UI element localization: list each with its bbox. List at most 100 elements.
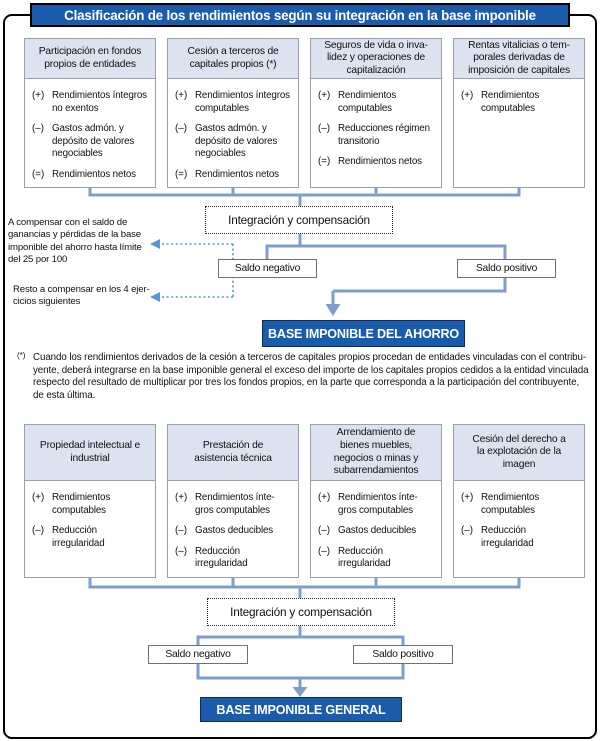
item-row: (=) Rendimientos netos — [32, 169, 152, 182]
item-row: (+) Rendimientos ínte- gros computables — [175, 492, 295, 517]
item-row: (+) Rendimientos computables — [318, 90, 438, 115]
item-row: (–) Gastos admón. y depósito de valores … — [32, 123, 152, 161]
item-row: (+) Rendimientos computables — [461, 492, 581, 517]
item-label: Gastos deducibles — [195, 525, 274, 536]
down-arrow-icon — [292, 687, 308, 697]
base-imponible-ahorro-box: BASE IMPONIBLE DEL AHORRO — [262, 320, 465, 347]
item-row: (–) Reducción irregularidad — [318, 546, 438, 571]
item-sign: (=) — [318, 156, 331, 167]
panel-arrendamiento-muebles: Arrendamiento de bienes muebles, negocio… — [310, 424, 442, 578]
panel-title: Cesión del derecho a la explotación de l… — [454, 425, 584, 481]
panel-body: (+) Rendimientos computables (–) Reducci… — [454, 481, 584, 550]
savings-branch-connector — [265, 234, 507, 260]
bottom-panels-connector — [88, 578, 521, 598]
saldos-to-base-general-connector — [196, 664, 405, 687]
item-sign: (–) — [175, 545, 187, 557]
item-row: (–) Reducción irregularidad — [32, 525, 152, 550]
panel-body: (+) Rendimientos ínte- gros computables … — [311, 481, 441, 571]
item-label: Reducciones régimen transitorio — [338, 123, 430, 147]
panel-title: Participación en fondos propios de entid… — [25, 39, 155, 79]
panel-seguros-vida: Seguros de vida o inva- lidez y operacio… — [310, 38, 442, 188]
item-label: Rendimientos computables — [481, 492, 540, 516]
item-label: Rendimientos netos — [195, 168, 279, 180]
panel-asistencia-tecnica: Prestación de asistencia técnica (+) Ren… — [167, 424, 299, 578]
item-label: Rendimientos computables — [338, 90, 397, 114]
saldo-positivo-to-base-connector — [331, 277, 507, 304]
panel-body: (+) Rendimientos íntegros no exentos (–)… — [25, 79, 155, 181]
title-bar: Clasificación de los rendimientos según … — [30, 3, 570, 27]
panel-title: Propiedad intelectual e industrial — [25, 425, 155, 481]
saldo-negativo-label: Saldo negativo — [234, 263, 301, 274]
panel-cesion-imagen: Cesión del derecho a la explotación de l… — [453, 424, 585, 578]
item-sign: (–) — [461, 525, 473, 536]
item-label: Reducción irregularidad — [338, 545, 391, 570]
panel-participacion-fondos: Participación en fondos propios de entid… — [24, 38, 156, 188]
panel-title: Arrendamiento de bienes muebles, negocio… — [311, 425, 441, 481]
base-imponible-ahorro-label: BASE IMPONIBLE DEL AHORRO — [268, 326, 459, 341]
left-arrow-icon — [150, 239, 160, 249]
item-row: (+) Rendimientos íntegros no exentos — [32, 90, 152, 115]
base-imponible-general-label: BASE IMPONIBLE GENERAL — [216, 702, 386, 717]
item-sign: (+) — [318, 492, 331, 503]
item-label: Rendimientos ínte- gros computables — [195, 492, 275, 516]
item-sign: (+) — [461, 492, 474, 503]
panel-body: (+) Rendimientos ínte- gros computables … — [168, 481, 298, 571]
left-arrow-icon — [150, 292, 160, 302]
item-row: (=) Rendimientos netos — [175, 169, 295, 182]
item-sign: (–) — [175, 123, 187, 134]
item-row: (–) Gastos admón. y depósito de valores … — [175, 123, 295, 161]
panel-title: Rentas vitalicias o tem- porales derivad… — [454, 39, 584, 79]
annotation-resto-compensar: Resto a compensar en los 4 ejer- cicios … — [13, 284, 150, 308]
panel-body: (+) Rendimientos computables — [454, 79, 584, 115]
item-sign: (+) — [461, 90, 474, 101]
panel-cesion-terceros: Cesión a terceros de capitales propios (… — [167, 38, 299, 188]
item-label: Rendimientos netos — [52, 168, 136, 180]
integration-compensation-box-general: Integración y compensación — [207, 598, 395, 626]
item-label: Rendimientos íntegros computables — [195, 90, 290, 114]
item-label: Reducción irregularidad — [52, 525, 105, 549]
panel-body: (+) Rendimientos íntegros computables (–… — [168, 79, 298, 181]
panel-propiedad-intelectual: Propiedad intelectual e industrial (+) R… — [24, 424, 156, 578]
page-title: Clasificación de los rendimientos según … — [64, 7, 536, 23]
item-label: Rendimientos computables — [481, 90, 540, 114]
item-row: (–) Gastos deducibles — [175, 525, 295, 538]
panel-title: Prestación de asistencia técnica — [168, 425, 298, 481]
item-row: (+) Rendimientos íntegros computables — [175, 90, 295, 115]
general-branch-connector — [196, 626, 405, 645]
item-sign: (+) — [32, 492, 45, 503]
item-row: (–) Reducción irregularidad — [175, 546, 295, 571]
item-row: (–) Gastos deducibles — [318, 525, 438, 538]
footnote-text: Cuando los rendimientos derivados de la … — [33, 352, 589, 401]
item-sign: (+) — [175, 90, 188, 101]
saldo-negativo-label: Saldo negativo — [165, 649, 231, 660]
top-panels-connector — [88, 188, 521, 207]
item-row: (=) Rendimientos netos — [318, 156, 438, 169]
base-imponible-general-box: BASE IMPONIBLE GENERAL — [200, 697, 402, 722]
item-row: (–) Reducciones régimen transitorio — [318, 123, 438, 148]
item-label: Gastos admón. y depósito de valores nego… — [195, 123, 278, 159]
saldo-positivo-box-general: Saldo positivo — [353, 645, 453, 664]
down-arrow-icon — [325, 304, 341, 316]
item-sign: (–) — [318, 525, 330, 536]
item-row: (+) Rendimientos computables — [461, 90, 581, 115]
saldo-negativo-box-general: Saldo negativo — [148, 645, 248, 664]
panel-body: (+) Rendimientos computables (–) Reducci… — [25, 481, 155, 550]
item-label: Rendimientos íntegros no exentos — [52, 90, 147, 114]
saldo-positivo-label: Saldo positivo — [372, 649, 434, 660]
panel-rentas-vitalicias: Rentas vitalicias o tem- porales derivad… — [453, 38, 585, 188]
item-sign: (–) — [175, 525, 187, 536]
saldo-negativo-box-savings: Saldo negativo — [218, 259, 317, 278]
item-label: Gastos deducibles — [338, 525, 417, 536]
annotation-compensar-saldo: A compensar con el saldo de ganancias y … — [8, 217, 142, 266]
item-sign: (=) — [175, 168, 188, 180]
saldo-positivo-box-savings: Saldo positivo — [457, 259, 556, 278]
footnote-marker: (*) — [17, 351, 26, 360]
item-label: Gastos admón. y depósito de valores nego… — [52, 123, 135, 159]
item-sign: (–) — [32, 525, 44, 536]
panel-title: Seguros de vida o inva- lidez y operacio… — [311, 39, 441, 79]
item-label: Rendimientos ínte- gros computables — [338, 492, 418, 516]
item-sign: (=) — [32, 168, 45, 180]
item-sign: (+) — [32, 90, 45, 101]
item-sign: (–) — [318, 123, 330, 134]
